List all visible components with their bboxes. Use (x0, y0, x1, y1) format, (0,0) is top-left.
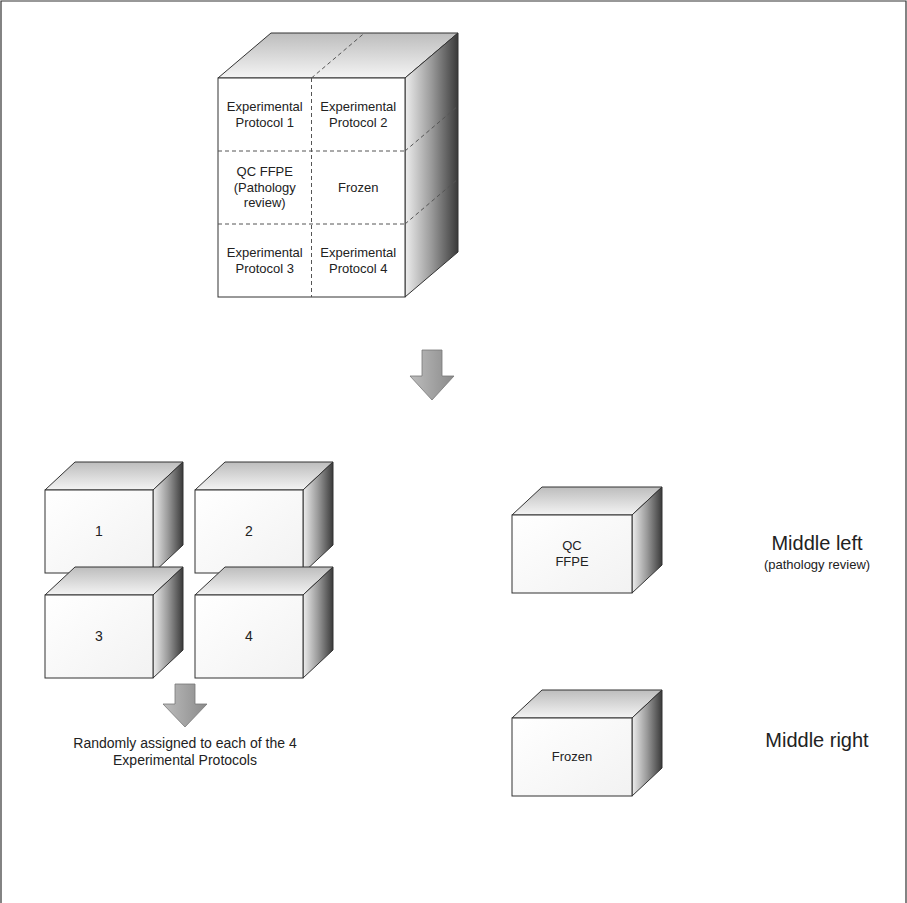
node-text: 4 (245, 628, 253, 645)
block-section: Experimental Protocol 4 (312, 224, 406, 297)
block-arrow (163, 684, 207, 727)
tissue-piece: 1 (45, 490, 153, 573)
section-label: Middle left (742, 531, 892, 555)
node-text: Experimental Protocol 2 (316, 99, 402, 130)
tissue-piece: 2 (195, 490, 303, 573)
tissue-block (218, 33, 458, 297)
section-label: Middle right (742, 728, 892, 752)
note-text: Randomly assigned to each of the 4 Exper… (40, 735, 330, 769)
block-section: Frozen (312, 151, 406, 224)
node-text: QC FFPE (Pathology review) (222, 164, 308, 211)
block-section: Experimental Protocol 3 (218, 224, 312, 297)
node-text: 3 (95, 628, 103, 645)
block-section: Experimental Protocol 1 (218, 78, 312, 151)
node-text: Frozen (552, 749, 592, 765)
block-section: Experimental Protocol 2 (312, 78, 406, 151)
node-text: Frozen (338, 180, 378, 196)
block-arrow (410, 350, 454, 400)
node-text: Experimental Protocol 4 (316, 245, 402, 276)
tissue-piece: 4 (195, 595, 303, 678)
node-text: 2 (245, 523, 253, 540)
block-section: QC FFPE (Pathology review) (218, 151, 312, 224)
node-text: Experimental Protocol 3 (222, 245, 308, 276)
node-text: Experimental Protocol 1 (222, 99, 308, 130)
tissue-piece: Frozen (512, 718, 632, 796)
node-text: 1 (95, 523, 103, 540)
node-text: QC FFPE (547, 538, 597, 569)
section-label: (pathology review) (742, 557, 892, 573)
tissue-piece: QC FFPE (512, 515, 632, 593)
tissue-piece: 3 (45, 595, 153, 678)
